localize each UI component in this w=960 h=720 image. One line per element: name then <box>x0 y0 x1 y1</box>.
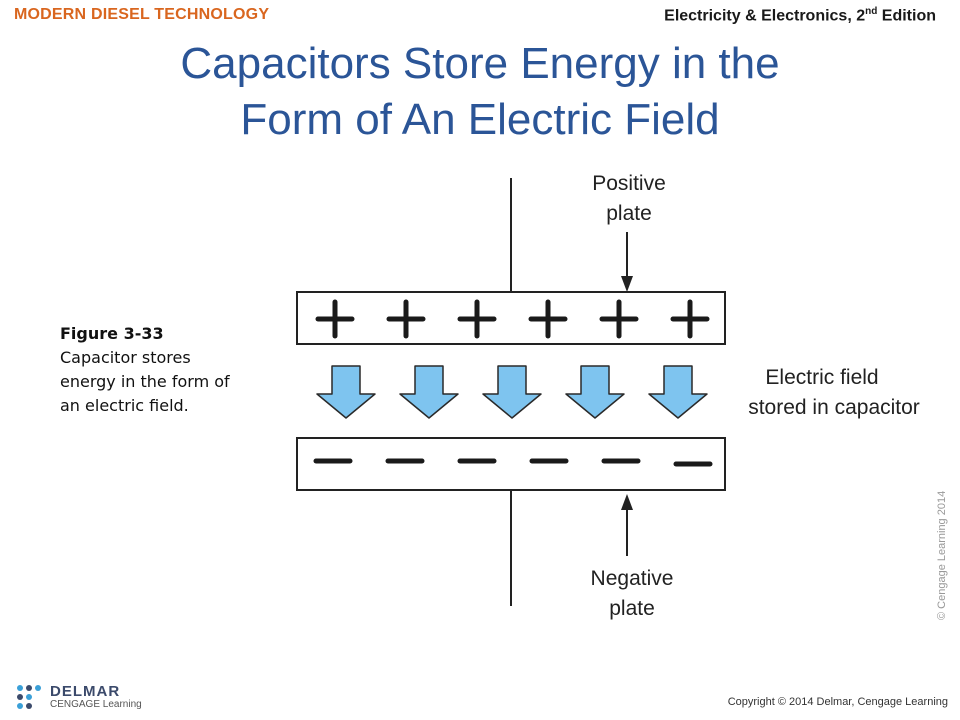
plus-sign <box>670 299 710 339</box>
header-book-title-sup: nd <box>865 6 878 17</box>
figure-caption-text: Capacitor stores energy in the form of a… <box>60 348 230 415</box>
delmar-logo-icon <box>17 685 41 709</box>
negative-label-line-1: Negative <box>591 567 674 590</box>
negative-label-line-2: plate <box>609 597 655 620</box>
positive-pointer-head <box>621 276 633 292</box>
side-copyright: © Cengage Learning 2014 <box>936 490 948 620</box>
plus-signs <box>315 299 710 339</box>
header-book-title: Electricity & Electronics, 2nd Edition <box>664 6 936 25</box>
footer-copyright: Copyright © 2014 Delmar, Cengage Learnin… <box>727 696 948 708</box>
field-arrow <box>482 365 542 419</box>
slide-title: Capacitors Store Energy in the Form of A… <box>0 36 960 148</box>
field-arrow <box>399 365 459 419</box>
plus-sign <box>386 299 426 339</box>
plus-sign <box>599 299 639 339</box>
figure-caption: Figure 3-33 Capacitor stores energy in t… <box>60 322 240 418</box>
minus-signs <box>313 458 713 467</box>
logo-subtitle: CENGAGE Learning <box>50 698 142 710</box>
header-book-title-end: Edition <box>877 7 936 25</box>
negative-plate <box>296 437 726 491</box>
positive-label-line-1: Positive <box>592 172 666 195</box>
delmar-logo: DELMAR CENGAGE Learning <box>14 682 142 712</box>
field-arrow <box>565 365 625 419</box>
field-label-line-2: stored in capacitor <box>748 396 920 419</box>
negative-pointer-head <box>621 494 633 510</box>
header-book-title-main: Electricity & Electronics, 2 <box>664 7 866 25</box>
field-arrow <box>648 365 708 419</box>
slide-title-line-1: Capacitors Store Energy in the <box>180 39 780 88</box>
figure-number: Figure 3-33 <box>60 324 164 343</box>
slide-title-line-2: Form of An Electric Field <box>240 95 720 144</box>
plus-sign <box>528 299 568 339</box>
plus-sign <box>457 299 497 339</box>
plus-sign <box>315 299 355 339</box>
field-label-line-1: Electric field <box>765 366 878 389</box>
positive-label-line-2: plate <box>606 202 652 225</box>
positive-plate <box>296 291 726 345</box>
logo-brand: DELMAR <box>50 682 121 700</box>
header-series-title: MODERN DIESEL TECHNOLOGY <box>14 6 270 23</box>
field-arrows <box>316 365 708 419</box>
field-arrow <box>316 365 376 419</box>
